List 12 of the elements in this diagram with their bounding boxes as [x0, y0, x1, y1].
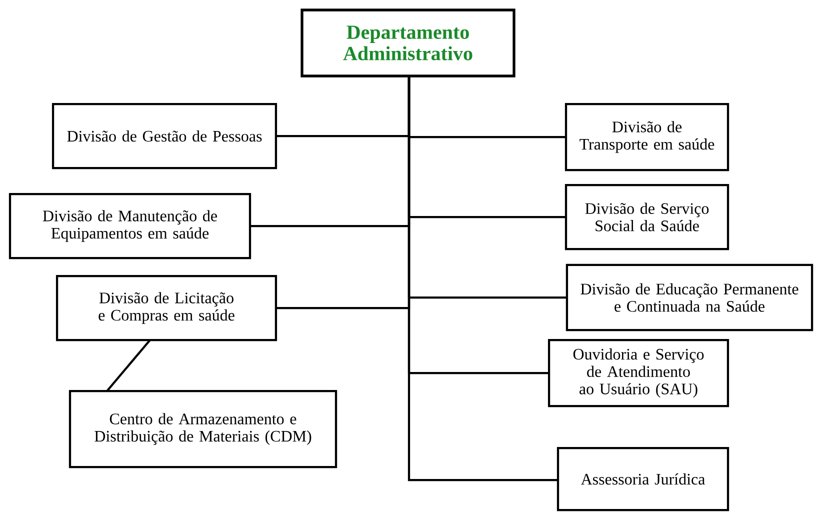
division-box: Divisão de Transporte em saúde — [564, 102, 730, 172]
division-box: Divisão de Manutenção de Equipamentos em saúde — [8, 192, 252, 260]
division-box: Divisão de Gestão de Pessoas — [52, 102, 278, 170]
division-box: Divisão de Licitação e Compras em saúde — [56, 274, 278, 342]
connector-line — [408, 77, 558, 482]
department-box: Departamento Administrativo — [300, 8, 516, 78]
division-box: Divisão de Educação Permanente e Continuada na Saúde — [566, 264, 814, 332]
division-box: Divisão de Serviço Social da Saúde — [564, 184, 730, 250]
division-box: Assessoria Jurídica — [556, 446, 730, 512]
connector-line — [106, 339, 151, 392]
division-box: Ouvidoria e Serviço de Atendimento ao Usuário (SAU) — [548, 338, 730, 408]
division-box: Centro de Armazenamento e Distribuição de Materiais (CDM) — [68, 390, 338, 468]
